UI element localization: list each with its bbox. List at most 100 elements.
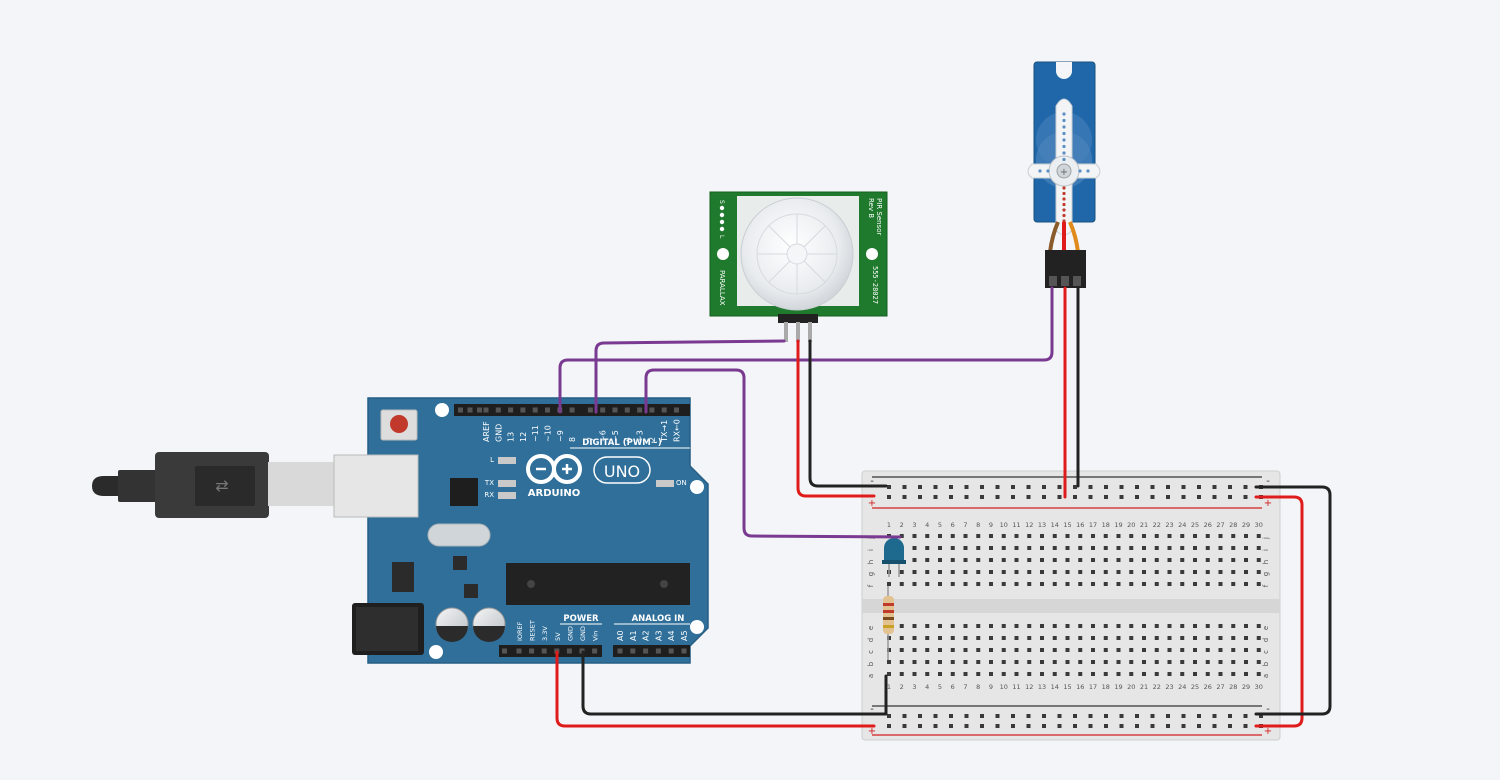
breadboard-hole[interactable] — [938, 546, 942, 550]
pir-pin-vcc[interactable] — [796, 322, 800, 342]
rail-hole[interactable] — [1181, 724, 1186, 728]
breadboard-hole[interactable] — [899, 660, 904, 664]
breadboard-hole[interactable] — [1052, 570, 1057, 574]
reset-button[interactable] — [390, 415, 408, 433]
breadboard-hole[interactable] — [899, 648, 904, 652]
breadboard-hole[interactable] — [1193, 648, 1197, 652]
breadboard-hole[interactable] — [1218, 558, 1223, 562]
breadboard-hole[interactable] — [1244, 534, 1248, 538]
rail-hole[interactable] — [902, 495, 907, 499]
breadboard-hole[interactable] — [1014, 546, 1019, 550]
breadboard-hole[interactable] — [1027, 546, 1032, 550]
breadboard-hole[interactable] — [1180, 546, 1185, 550]
breadboard-hole[interactable] — [1193, 636, 1197, 640]
breadboard-hole[interactable] — [1142, 660, 1146, 664]
breadboard-hole[interactable] — [1103, 558, 1108, 562]
breadboard-hole[interactable] — [1040, 570, 1044, 574]
breadboard-hole[interactable] — [989, 648, 993, 652]
breadboard-hole[interactable] — [1040, 648, 1044, 652]
rail-hole[interactable] — [1057, 495, 1062, 499]
breadboard-hole[interactable] — [887, 636, 891, 640]
rail-hole[interactable] — [1057, 714, 1062, 718]
breadboard-hole[interactable] — [976, 582, 981, 586]
breadboard-hole[interactable] — [938, 570, 942, 574]
breadboard-hole[interactable] — [1091, 624, 1095, 628]
breadboard-hole[interactable] — [1052, 582, 1057, 586]
breadboard-hole[interactable] — [963, 672, 968, 676]
breadboard-hole[interactable] — [1218, 546, 1223, 550]
breadboard-hole[interactable] — [963, 534, 968, 538]
rail-hole[interactable] — [980, 724, 984, 728]
breadboard-hole[interactable] — [950, 582, 955, 586]
breadboard-hole[interactable] — [925, 570, 930, 574]
rail-hole[interactable] — [949, 485, 953, 489]
digital-pin[interactable] — [661, 407, 667, 413]
breadboard-hole[interactable] — [1231, 648, 1236, 652]
breadboard-hole[interactable] — [1027, 636, 1032, 640]
rail-hole[interactable] — [1119, 724, 1124, 728]
breadboard-hole[interactable] — [1256, 582, 1261, 586]
rail-hole[interactable] — [1026, 495, 1031, 499]
rail-hole[interactable] — [980, 714, 984, 718]
rail-hole[interactable] — [1104, 714, 1108, 718]
breadboard-hole[interactable] — [1065, 672, 1070, 676]
breadboard-hole[interactable] — [925, 582, 930, 586]
rail-hole[interactable] — [1119, 714, 1124, 718]
wire-pir-signal[interactable] — [594, 339, 786, 414]
breadboard-hole[interactable] — [1244, 672, 1248, 676]
analog-header[interactable] — [613, 645, 690, 657]
breadboard-hole[interactable] — [912, 660, 917, 664]
breadboard-hole[interactable] — [976, 624, 981, 628]
breadboard-hole[interactable] — [1116, 570, 1121, 574]
analog-pin[interactable] — [617, 648, 623, 654]
breadboard-hole[interactable] — [912, 582, 917, 586]
breadboard-hole[interactable] — [1040, 582, 1044, 586]
rail-hole[interactable] — [1073, 724, 1077, 728]
breadboard-hole[interactable] — [1180, 672, 1185, 676]
breadboard-hole[interactable] — [899, 636, 904, 640]
pir-pin-gnd[interactable] — [808, 322, 812, 342]
rail-hole[interactable] — [1042, 485, 1046, 489]
breadboard-hole[interactable] — [1040, 672, 1044, 676]
breadboard-hole[interactable] — [950, 534, 955, 538]
breadboard-hole[interactable] — [938, 558, 942, 562]
breadboard-hole[interactable] — [1218, 582, 1223, 586]
breadboard-hole[interactable] — [1027, 534, 1032, 538]
rail-hole[interactable] — [1150, 724, 1155, 728]
pir-sensor[interactable]: S L PARALLAX PIR Sensor Rev B 555-28027 — [709, 191, 888, 342]
breadboard-hole[interactable] — [1244, 546, 1248, 550]
breadboard-hole[interactable] — [938, 636, 942, 640]
rail-hole[interactable] — [918, 724, 922, 728]
breadboard-hole[interactable] — [925, 558, 930, 562]
rail-hole[interactable] — [1166, 495, 1170, 499]
breadboard-hole[interactable] — [1091, 672, 1095, 676]
breadboard-hole[interactable] — [1040, 534, 1044, 538]
breadboard-hole[interactable] — [1231, 570, 1236, 574]
rail-hole[interactable] — [1119, 485, 1124, 489]
breadboard-hole[interactable] — [938, 624, 942, 628]
breadboard-hole[interactable] — [887, 672, 891, 676]
breadboard-hole[interactable] — [912, 636, 917, 640]
breadboard[interactable]: 1122334455667788991010111112121313141415… — [861, 470, 1281, 741]
rail-hole[interactable] — [1228, 714, 1232, 718]
wire-rail-minus-bridge[interactable] — [1254, 485, 1332, 716]
breadboard-hole[interactable] — [1244, 570, 1248, 574]
analog-pin[interactable] — [630, 648, 636, 654]
breadboard-hole[interactable] — [1116, 546, 1121, 550]
breadboard-hole[interactable] — [1078, 624, 1083, 628]
rail-hole[interactable] — [995, 714, 1000, 718]
breadboard-hole[interactable] — [925, 546, 930, 550]
breadboard-hole[interactable] — [1065, 582, 1070, 586]
breadboard-hole[interactable] — [1231, 558, 1236, 562]
breadboard-hole[interactable] — [1231, 546, 1236, 550]
breadboard-hole[interactable] — [963, 624, 968, 628]
rail-hole[interactable] — [1243, 724, 1248, 728]
rail-hole[interactable] — [1197, 714, 1201, 718]
rail-hole[interactable] — [1212, 485, 1217, 489]
breadboard-hole[interactable] — [1116, 534, 1121, 538]
breadboard-hole[interactable] — [1205, 624, 1210, 628]
breadboard-hole[interactable] — [1193, 546, 1197, 550]
breadboard-hole[interactable] — [1103, 672, 1108, 676]
breadboard-hole[interactable] — [1129, 672, 1134, 676]
breadboard-hole[interactable] — [1218, 660, 1223, 664]
